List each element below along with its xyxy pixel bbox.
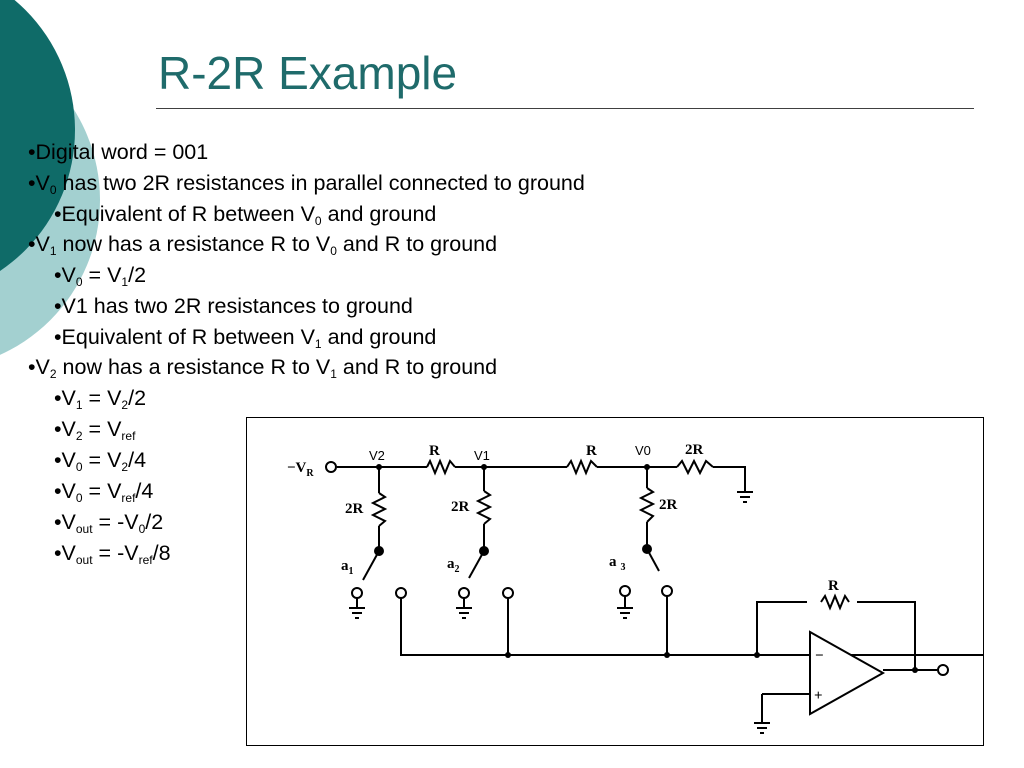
node-v1-label: V1 [474,448,490,463]
resistors [370,458,850,611]
bullet-text: •V [54,263,76,287]
bullet-subscript: 1 [121,275,129,289]
bullet-subscript: 1 [314,337,322,351]
bullet-text: /2 [128,386,147,410]
bullet-line: •V0 = V2/4 [54,447,146,473]
bullet-text: /2 [145,510,164,534]
bullet-text: = V [82,479,122,503]
circuit-diagram: − + −VR V2 V1 V0 R R 2R 2R 2R 2R a1 a2 a… [287,442,983,734]
resistor-top-2-label: R [586,443,597,459]
bullet-text: •V [54,448,76,472]
bullet-line: •V1 has two 2R resistances to ground [54,293,413,319]
bullet-text: •V1 has two 2R resistances to ground [54,294,413,318]
bullet-line: •V2 = Vref [54,416,135,442]
bullet-text: now has a resistance R to V [56,232,331,256]
bullet-subscript: 1 [49,244,57,258]
opamp-minus-label: − [815,648,824,664]
bullet-line: •Equivalent of R between V0 and ground [54,201,436,227]
bullet-text: = -V [92,510,139,534]
bullet-text: •V [54,386,76,410]
bullet-subscript: out [75,553,93,567]
bullet-line: •Vout = -Vref/8 [54,540,171,566]
bullet-text: = V [82,448,122,472]
node-v2-label: V2 [369,448,385,463]
slide-title: R-2R Example [158,47,458,99]
title-underline [156,108,974,109]
bullet-text: and ground [321,202,437,226]
resistor-top-3-label: 2R [685,442,704,458]
resistor-top-1-label: R [429,443,440,459]
bullet-subscript: 2 [75,429,83,443]
bullet-subscript: 1 [75,398,83,412]
ground-symbols [349,491,770,734]
bullet-text: •Equivalent of R between V [54,202,315,226]
bullet-text: •V [54,479,76,503]
bullet-subscript: ref [121,429,136,443]
opamp-plus-label: + [814,688,823,704]
resistor-feedback-label: R [828,578,839,594]
opamp-symbol [809,630,886,716]
switch-a1-label: a1 [341,558,354,577]
bullet-subscript: 0 [138,522,146,536]
vr-label: −VR [287,460,314,479]
bullet-text: now has a resistance R to V [56,355,331,379]
bullet-text: •V [28,232,50,256]
bullet-line: •V0 has two 2R resistances in parallel c… [28,170,585,196]
nodes [325,461,949,676]
bullet-text: = V [82,263,122,287]
bullet-text: and R to ground [336,232,498,256]
resistor-leg-3-label: 2R [659,497,678,513]
resistor-leg-2-label: 2R [451,499,470,515]
bullet-text: and R to ground [336,355,498,379]
bullet-line: •V2 now has a resistance R to V1 and R t… [28,354,497,380]
bullet-text: /2 [128,263,147,287]
bullet-line: •Equivalent of R between V1 and ground [54,324,436,350]
bullet-subscript: 0 [49,183,57,197]
bullet-subscript: 2 [121,460,129,474]
bullet-text: •V [54,541,76,565]
bullet-text: = V [82,386,122,410]
bullet-subscript: ref [121,491,136,505]
bullet-text: has two 2R resistances in parallel conne… [56,171,585,195]
bullet-line: •V1 now has a resistance R to V0 and R t… [28,231,497,257]
bullet-text: and ground [321,325,437,349]
switch-a2-label: a2 [447,556,460,575]
bullet-subscript: 2 [49,367,57,381]
bullet-line: •V0 = V1/2 [54,262,146,288]
bullet-text: = V [82,417,122,441]
bullet-subscript: 0 [75,275,83,289]
bullet-text: = -V [92,541,139,565]
bullet-line: •Digital word = 001 [28,139,208,165]
bullet-text: •Digital word = 001 [28,140,209,164]
bullet-text: /4 [135,479,154,503]
bullet-subscript: 0 [75,491,83,505]
bullet-subscript: 0 [314,214,322,228]
r2r-circuit-figure: − + −VR V2 V1 V0 R R 2R 2R 2R 2R a1 a2 a… [246,417,984,746]
bullet-line: •V0 = Vref/4 [54,478,153,504]
bullet-subscript: 0 [75,460,83,474]
bullet-text: •V [28,355,50,379]
bullet-subscript: 0 [330,244,337,258]
bullet-text: /8 [152,541,171,565]
bullet-text: •V [54,510,76,534]
bullet-text: •V [54,417,76,441]
bullet-subscript: 2 [121,398,129,412]
bullet-subscript: out [75,522,93,536]
resistor-leg-1-label: 2R [345,501,364,517]
bullet-subscript: 1 [330,367,337,381]
node-v0-label: V0 [635,443,651,458]
bullet-text: •Equivalent of R between V [54,325,315,349]
bullet-text: •V [28,171,50,195]
bullet-text: /4 [128,448,147,472]
bullet-line: •Vout = -V0/2 [54,509,163,535]
bullet-line: •V1 = V2/2 [54,385,146,411]
bullet-subscript: ref [138,553,153,567]
decorative-circle-dark [0,0,75,271]
